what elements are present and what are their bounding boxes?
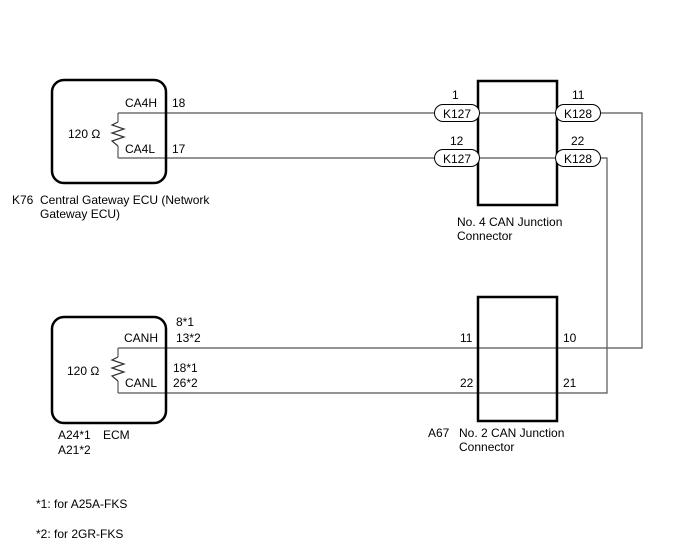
jc2-name-line1: No. 2 CAN Junction <box>459 426 565 440</box>
jc2-name-line2: Connector <box>459 440 515 454</box>
jc2-terminal-left-bottom: 22 <box>460 376 474 390</box>
ecm-terminal-low-1: 18*1 <box>173 361 198 375</box>
footnote-1: *1: for A25A-FKS <box>36 497 128 511</box>
gateway-pin-low-label: CA4L <box>125 142 156 156</box>
jc2-terminal-left-top: 11 <box>460 331 473 345</box>
jc4-terminal-left-bottom: 12 <box>450 134 464 148</box>
footnote-2: *2: for 2GR-FKS <box>36 527 124 541</box>
ecm-resistor-icon <box>110 356 126 382</box>
ecm-box <box>50 315 168 425</box>
gateway-name-line1: Central Gateway ECU (Network <box>40 193 210 207</box>
ecm-pin-low-label: CANL <box>125 376 158 390</box>
ecm-pin-high-label: CANH <box>124 331 159 345</box>
jc4-terminal-left-top: 1 <box>452 88 459 102</box>
jc4-name-line2: Connector <box>457 229 513 243</box>
gateway-ecu-box <box>50 78 168 185</box>
ecm-resistor-value: 120 Ω <box>67 364 100 378</box>
gateway-resistor-icon <box>110 121 126 147</box>
jc4-connector-left-bottom: K127 <box>434 149 480 167</box>
ecm-code-line1: A24*1 <box>58 428 91 442</box>
jc2-box <box>476 295 559 423</box>
ecm-code-line2: A21*2 <box>58 443 91 457</box>
can-low-return-wire <box>557 157 608 394</box>
jc2-terminal-right-top: 10 <box>563 331 577 345</box>
ecm-terminal-high-1: 8*1 <box>176 315 195 329</box>
jc4-terminal-right-top: 11 <box>572 88 585 102</box>
gateway-pin-high-label: CA4H <box>125 96 158 110</box>
gateway-code: K76 <box>12 193 34 207</box>
gateway-resistor-value: 120 Ω <box>68 127 101 141</box>
ecm-terminal-high-2: 13*2 <box>176 331 201 345</box>
can-high-return-wire <box>557 112 643 349</box>
gateway-terminal-low: 17 <box>172 142 186 156</box>
jc4-name-line1: No. 4 CAN Junction <box>457 215 563 229</box>
jc4-connector-right-bottom: K128 <box>555 149 601 167</box>
jc2-terminal-right-bottom: 21 <box>563 376 577 390</box>
jc4-terminal-right-bottom: 22 <box>571 134 585 148</box>
jc4-connector-right-top: K128 <box>555 104 601 122</box>
jc2-code: A67 <box>428 426 450 440</box>
jc4-box <box>476 79 559 207</box>
jc4-connector-left-top: K127 <box>434 104 480 122</box>
gateway-terminal-high: 18 <box>172 96 186 110</box>
ecm-name: ECM <box>103 428 130 442</box>
gateway-name-line2: Gateway ECU) <box>40 207 121 221</box>
ecm-terminal-low-2: 26*2 <box>173 376 198 390</box>
